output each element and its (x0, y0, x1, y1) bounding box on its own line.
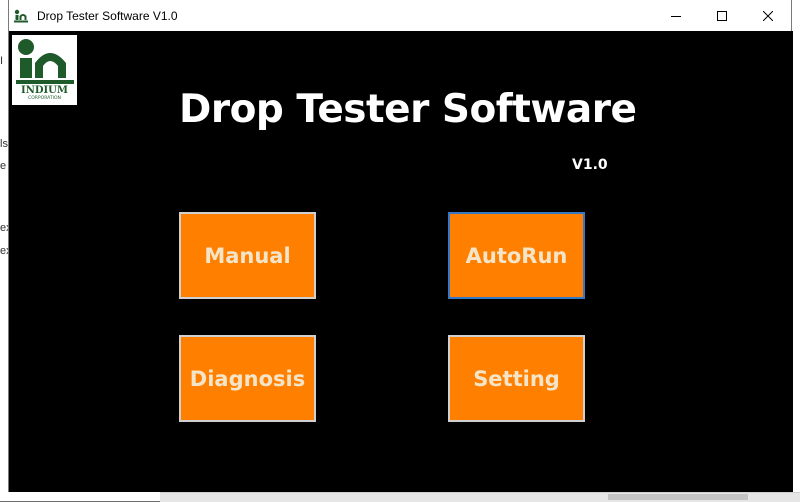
indium-app-icon (13, 8, 29, 24)
maximize-button[interactable] (699, 0, 745, 31)
close-button[interactable] (745, 0, 791, 31)
indium-logo-graphic (16, 39, 74, 84)
background-text: e (0, 160, 7, 172)
diagnosis-button[interactable]: Diagnosis (179, 335, 316, 422)
background-text: ex (0, 222, 8, 234)
logo-subtitle: CORPORATION (28, 96, 61, 101)
minimize-button[interactable] (653, 0, 699, 31)
setting-button[interactable]: Setting (448, 335, 585, 422)
app-window: Drop Tester Software V1.0 (8, 0, 793, 492)
manual-button[interactable]: Manual (179, 212, 316, 299)
main-content: INDIUM CORPORATION Drop Tester Software … (9, 31, 793, 492)
close-icon (763, 10, 773, 21)
autorun-button[interactable]: AutoRun (448, 212, 585, 299)
window-title: Drop Tester Software V1.0 (37, 8, 178, 23)
indium-logo: INDIUM CORPORATION (12, 35, 77, 105)
background-scrollbar-thumb[interactable] (608, 494, 748, 500)
background-text: I (0, 55, 4, 67)
background-text: ex (0, 245, 8, 257)
logo-wordmark: INDIUM (21, 85, 68, 96)
window-controls (653, 0, 791, 31)
background-scrollbar[interactable] (160, 492, 800, 502)
minimize-icon (671, 15, 681, 17)
title-bar[interactable]: Drop Tester Software V1.0 (9, 0, 791, 31)
background-text: ls (0, 138, 8, 150)
version-label: V1.0 (572, 157, 608, 173)
maximize-icon (717, 10, 727, 21)
page-title: Drop Tester Software (179, 87, 637, 132)
